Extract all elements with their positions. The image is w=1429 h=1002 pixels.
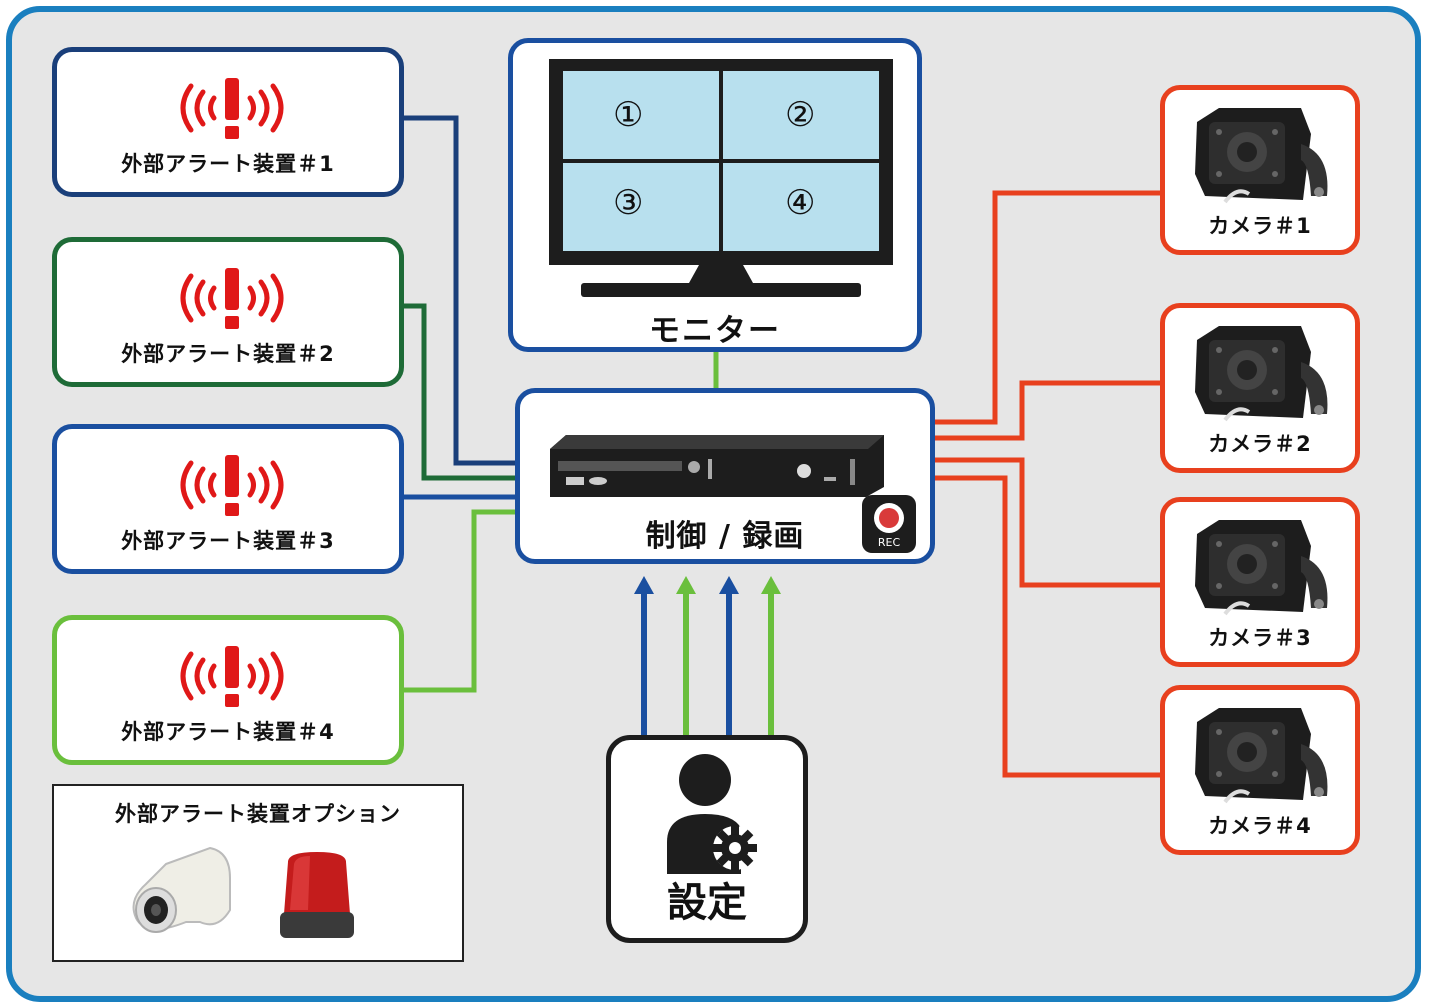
alert-device-label: 外部アラート装置＃3 [121,529,335,553]
camera-label: カメラ＃1 [1208,214,1312,238]
screen-quadrant-3: ③ [613,183,644,223]
alert-device-label: 外部アラート装置＃1 [121,152,335,176]
rec-label: REC [877,536,901,549]
speaker-icon [132,846,231,933]
beacon-light-icon [280,852,354,938]
monitor-box: ① ② ③ ④ モニター [508,38,922,352]
wire-camera-3 [935,457,1160,588]
alert-device-1: 外部アラート装置＃1 [52,47,404,197]
controller-label: 制御 / 録画 [645,519,805,554]
camera-icon [1195,520,1328,616]
camera-1: カメラ＃1 [1160,85,1360,255]
rec-icon: REC [862,495,916,553]
alert-device-4: 外部アラート装置＃4 [52,615,404,765]
alert-device-2: 外部アラート装置＃2 [52,237,404,387]
alert-icon [180,455,284,516]
wire-camera-1 [935,190,1160,425]
camera-icon [1195,708,1328,804]
wire-alert-2 [404,303,515,481]
arrow-2-head [676,576,696,594]
camera-4: カメラ＃4 [1160,685,1360,855]
wire-alert-1 [404,115,515,466]
arrow-1-head [634,576,654,594]
screen-quadrant-1: ① [613,95,644,135]
monitor-icon [549,59,893,297]
alert-icon [180,78,284,139]
controller-box: REC 制御 / 録画 [515,388,935,564]
wire-alert-4 [404,509,515,693]
wire-camera-2 [935,380,1160,441]
camera-icon [1195,326,1328,422]
arrow-4-head [761,576,781,594]
camera-icon [1195,108,1328,204]
alert-icon [180,268,284,329]
alert-device-label: 外部アラート装置＃2 [121,342,335,366]
camera-2: カメラ＃2 [1160,303,1360,473]
camera-label: カメラ＃3 [1208,626,1312,650]
alert-icon [180,646,284,707]
settings-box: 設定 [606,735,808,943]
alert-option-title: 外部アラート装置オプション [115,802,401,826]
alert-device-label: 外部アラート装置＃4 [121,720,335,744]
alert-device-3: 外部アラート装置＃3 [52,424,404,574]
screen-quadrant-4: ④ [785,183,816,223]
camera-label: カメラ＃4 [1208,814,1312,838]
screen-quadrant-2: ② [785,95,816,135]
settings-arrows [634,576,781,735]
camera-3: カメラ＃3 [1160,497,1360,667]
monitor-label: モニター [649,313,781,349]
record-dot-icon [874,503,904,533]
wire-camera-4 [935,475,1160,778]
user-gear-icon [667,754,757,874]
settings-label: 設定 [667,880,747,926]
alert-option-box: 外部アラート装置オプション [52,784,464,962]
camera-label: カメラ＃2 [1208,432,1312,456]
recorder-icon [550,435,884,497]
arrow-3-head [719,576,739,594]
